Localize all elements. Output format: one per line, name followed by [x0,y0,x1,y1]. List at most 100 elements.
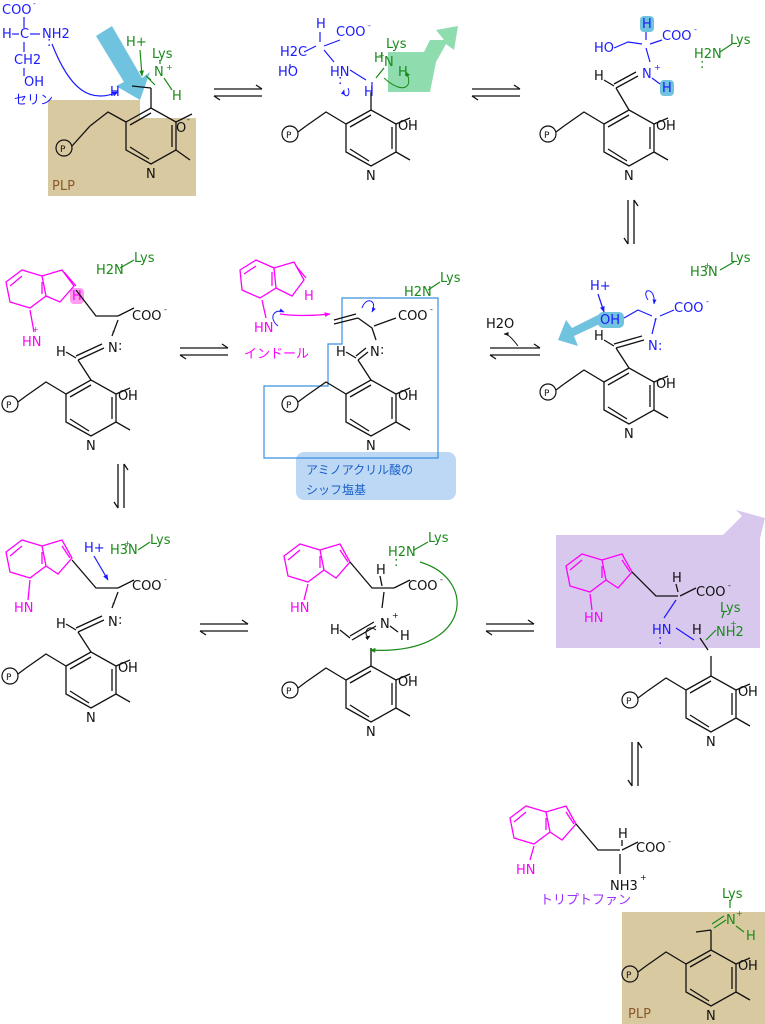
svg-text:H: H [110,85,120,100]
hydroxyl-h: H [666,119,676,134]
hydroxyl-h: H [408,119,418,134]
plp-label: PLP [628,1007,651,1022]
equilibrium-arrow-icon [179,343,229,360]
tryptophan-label: トリプトファン [540,893,631,908]
svg-text:H: H [330,623,340,638]
svg-text:Lys: Lys [386,37,407,52]
hydroxyl-h: H [128,389,138,404]
svg-text:H: H [398,65,408,80]
svg-text:H2C: H2C [280,45,307,60]
svg-text::: : [118,613,122,628]
svg-text:H: H [594,329,604,344]
aminoacrylate-caption-line2: シッフ塩基 [306,482,366,497]
pyridine-ring [563,87,669,167]
svg-text:HN: HN [290,601,310,616]
svg-text:H2N: H2N [694,47,722,62]
svg-text:H+: H+ [84,541,105,556]
indole-reactant: H HN インドール [239,259,331,362]
pyridine-ring [305,359,411,437]
svg-text:COO: COO [132,309,162,324]
svg-text:-: - [728,581,731,590]
pyridine-ring [25,359,131,437]
ring-n-label: N [366,169,376,184]
ring-n-label: N [86,439,96,454]
svg-text:H: H [336,345,346,360]
phosphate-circle-icon: P [281,681,307,699]
svg-text:COO: COO [674,301,704,316]
svg-text:OH: OH [600,313,620,328]
svg-text:N: N [642,67,652,82]
external-aldimine: H COO - HO N + H H H2N : Lys [594,17,751,96]
svg-text:HN: HN [516,863,536,878]
svg-text:NH2: NH2 [716,625,744,640]
svg-text:H: H [364,85,374,100]
equilibrium-arrow-icon [627,741,643,787]
phosphate-circle-icon: P [281,125,307,143]
hydroxyl-label: O [398,389,408,404]
equilibrium-arrow-icon [213,84,263,101]
hydroxyl-label: O [118,661,128,676]
svg-text:HN: HN [254,321,274,336]
svg-text:+: + [730,619,737,628]
svg-text:H: H [316,17,326,32]
pyridine-ring [563,347,669,425]
svg-text:H: H [72,289,82,304]
svg-text:H3N: H3N [110,543,138,558]
indolenine-adduct: H HN + - COO - N : H H2N Lys [5,251,167,361]
svg-text:P: P [286,687,292,697]
pyridine-ring [305,92,411,167]
ring-n-label: N [624,169,634,184]
hydroxyl-label: O [656,377,666,392]
pyridine-ring [305,648,411,723]
svg-text:Lys: Lys [134,251,155,266]
dehydration-intermediate: H3N + Lys H+ OH - COO - N : H H2O [486,251,751,354]
hydroxyl-h: H [408,675,418,690]
svg-text::: : [47,35,51,50]
svg-text:N: N [380,617,390,632]
svg-text:+: + [32,325,39,334]
svg-text:P: P [626,971,632,981]
pyridine-ring [89,88,193,165]
equilibrium-arrow-icon [623,199,639,245]
ring-n-label: N [366,725,376,740]
svg-text::: : [658,339,662,354]
svg-text::: : [118,339,122,354]
svg-text:-: - [706,297,709,306]
svg-text:H: H [672,571,682,586]
svg-text:C: C [20,27,29,42]
svg-text:H: H [2,27,12,42]
purple-arrow-icon [718,510,765,565]
hydroxyl-h: H [128,661,138,676]
svg-text:NH3: NH3 [610,879,638,894]
hydroxyl-label: O [118,389,128,404]
svg-text:H: H [376,563,386,578]
svg-text:+: + [736,909,743,918]
svg-text:+: + [124,539,131,548]
equilibrium-arrow-icon [489,343,541,360]
svg-text:H3N: H3N [690,265,718,280]
svg-text:Lys: Lys [150,533,171,548]
svg-text:H: H [304,289,314,304]
ring-n-label: N [146,167,156,182]
svg-text:H: H [400,629,410,644]
svg-text:COO: COO [696,585,726,600]
svg-text:-: - [430,305,433,314]
svg-text:N: N [384,55,394,70]
regenerated-plp-lys: N + Lys H [695,887,756,944]
phosphate-circle-icon: P [55,125,91,157]
plp-label: PLP [52,179,75,194]
svg-text:OH: OH [24,75,44,90]
svg-text:H: H [692,623,702,638]
equilibrium-arrow-icon [113,463,129,509]
svg-text::: : [658,633,662,648]
svg-text:-: - [368,21,371,30]
svg-text:N: N [370,345,380,360]
phosphate-circle-icon: P [621,691,647,709]
svg-text:+: + [640,873,647,882]
svg-text:H+: H+ [126,35,147,50]
hydroxyl-label: O [398,119,408,134]
svg-text::: : [700,57,704,72]
svg-text:P: P [544,389,550,399]
phosphate-circle-icon: P [539,125,565,143]
charge-minus: - [187,115,190,124]
